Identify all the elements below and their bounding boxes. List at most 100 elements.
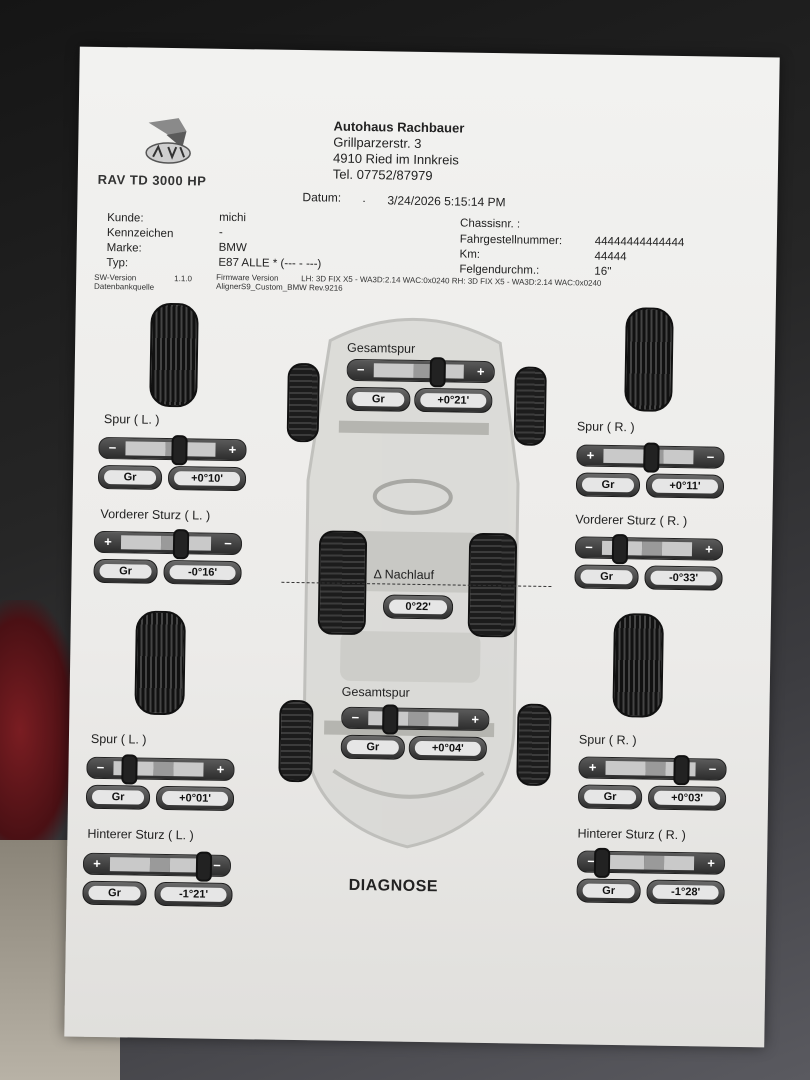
rear-right-camber-value-badge: -1°28' (646, 879, 725, 905)
marke-value: BMW (218, 241, 247, 255)
rear-left-camber-value-badge: -1°21' (154, 881, 233, 908)
scale-segment (109, 857, 151, 872)
diagnose-title: DIAGNOSE (348, 876, 439, 896)
minus-sign: − (585, 539, 593, 555)
shop-phone: Tel. 07752/87979 (332, 166, 433, 184)
minus-sign: − (213, 857, 221, 873)
value-text: +0°10' (173, 471, 241, 487)
rear-left-toe-label: Spur ( L. ) (90, 731, 147, 747)
scale-segment (645, 761, 666, 776)
front-left-camber-scale: + − (93, 529, 243, 560)
plus-sign: + (228, 441, 237, 458)
rear-right-camber-label: Hinterer Sturz ( R. ) (577, 826, 686, 843)
scale-indicator (611, 533, 629, 565)
fgn-label: Fahrgestellnummer: (459, 233, 563, 248)
value-text: -1°21' (160, 886, 227, 902)
front-total-toe-scale: − + (346, 357, 495, 388)
front-right-toe-value-badge: +0°11' (645, 473, 725, 499)
felgen-label: Felgendurchm.: (459, 263, 540, 277)
rear-total-unit-badge: Gr (340, 734, 406, 760)
value-text: +0°03' (653, 790, 721, 806)
front-right-toe-label: Spur ( R. ) (576, 419, 635, 435)
unit-text: Gr (91, 789, 145, 805)
value-text: -1°28' (652, 884, 719, 900)
km-value: 44444 (594, 250, 627, 264)
unit-text: Gr (103, 469, 157, 485)
date-label: Datum: (302, 190, 342, 205)
scale-segment (185, 442, 216, 457)
rear-left-toe-value-badge: +0°01' (155, 785, 235, 812)
unit-text: Gr (583, 789, 637, 805)
value-text: +0°01' (161, 790, 229, 806)
scale-segment (643, 855, 665, 870)
unit-text: Gr (88, 885, 141, 901)
fw-version-value: LH: 3D FIX X5 - WA3D:2.14 WAC:0x0240 RH:… (301, 274, 602, 288)
unit-text: Gr (352, 391, 405, 407)
value-text: +0°04' (414, 740, 481, 756)
shop-name: Autohaus Rachbauer (333, 118, 465, 136)
scale-segment (373, 363, 414, 378)
rear-total-toe-label: Gesamtspur (341, 684, 410, 700)
front-total-unit-badge: Gr (346, 386, 411, 412)
shop-street: Grillparzerstr. 3 (333, 134, 422, 151)
scale-indicator (429, 357, 446, 388)
rav-logo-icon (145, 118, 191, 164)
plus-sign: + (93, 855, 101, 871)
front-right-wheel-icon (513, 366, 547, 446)
plus-sign: + (471, 711, 480, 727)
background-red-object (0, 600, 80, 860)
printout-sheet: RAV TD 3000 HP Autohaus Rachbauer Grillp… (64, 46, 780, 1048)
plus-sign: + (588, 759, 597, 775)
value-text: -0°16' (169, 565, 236, 581)
scale-indicator (121, 754, 138, 785)
minus-sign: − (108, 440, 117, 456)
shop-city: 4910 Ried im Innkreis (332, 150, 459, 168)
brand-name: RAV TD 3000 HP (97, 171, 207, 189)
rear-right-camber-unit-badge: Gr (576, 878, 641, 904)
plus-sign: + (104, 534, 112, 550)
scale-segment (663, 449, 694, 465)
front-right-camber-label: Vorderer Sturz ( R. ) (575, 512, 688, 529)
db-source-value: AlignerS9_Custom_BMW Rev.9216 (215, 281, 343, 293)
typ-label: Typ: (106, 257, 129, 270)
minus-sign: − (706, 449, 715, 465)
km-label: Km: (459, 248, 481, 261)
shop-address: Autohaus Rachbauer Grillparzerstr. 3 491… (333, 119, 465, 185)
felgen-value: 16'' (594, 265, 612, 278)
rear-left-toe-scale: − + (86, 754, 235, 785)
date-value: 3/24/2026 5:15:14 PM (387, 193, 506, 210)
front-right-camber-value-badge: -0°33' (644, 565, 723, 591)
unit-text: Gr (99, 563, 152, 579)
front-total-value-badge: +0°21' (414, 387, 493, 414)
front-right-camber-unit-badge: Gr (574, 564, 639, 590)
typ-value: E87 ALLE * (--- - ---) (218, 256, 322, 271)
rear-right-toe-value-badge: +0°03' (647, 785, 727, 811)
front-left-camber-label: Vorderer Sturz ( L. ) (100, 506, 211, 523)
scale-indicator (382, 704, 399, 735)
plus-sign: + (707, 855, 715, 871)
unit-text: Gr (580, 569, 633, 585)
front-left-wheel-icon (286, 362, 320, 443)
kennzeichen-label: Kennzeichen (106, 227, 174, 241)
minus-sign: − (224, 535, 232, 552)
value-text: 0°22' (388, 599, 448, 615)
value-text: +0°21' (420, 392, 487, 408)
right-front-tire-icon (624, 307, 674, 412)
scale-indicator (643, 442, 660, 473)
rear-total-toe-scale: − + (341, 704, 490, 735)
front-left-toe-scale: − + (98, 435, 247, 466)
front-right-camber-scale: − + (574, 533, 724, 565)
caster-diff-value-badge: 0°22' (382, 594, 454, 620)
front-left-toe-value-badge: +0°10' (167, 466, 247, 492)
rear-left-wheel-icon (278, 699, 314, 783)
minus-sign: − (351, 709, 360, 726)
kennzeichen-value: - (218, 226, 223, 239)
front-left-toe-label: Spur ( L. ) (103, 411, 160, 427)
rear-left-camber-unit-badge: Gr (82, 880, 147, 906)
scale-indicator (172, 529, 190, 560)
rear-left-toe-unit-badge: Gr (85, 784, 151, 810)
left-front-tire-icon (149, 302, 199, 408)
kunde-label: Kunde: (107, 212, 144, 225)
date-dot: . (362, 191, 366, 206)
front-total-toe-label: Gesamtspur (347, 340, 416, 356)
